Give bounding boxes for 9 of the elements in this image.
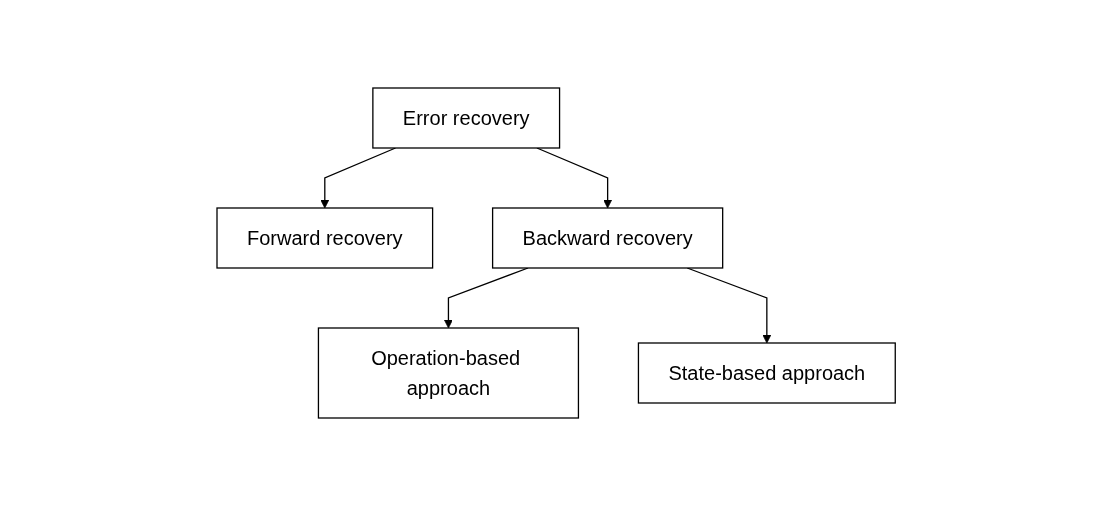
arrow [536,146,612,208]
arrow [320,146,397,208]
arrow [443,266,529,328]
node-box: Backward recovery [491,206,724,269]
node-box: Error recovery [372,86,561,149]
node-box: Operation-based approach [317,326,579,419]
node-box: State-based approach [637,341,896,404]
arrow [686,266,772,343]
node-box: Forward recovery [216,206,434,269]
